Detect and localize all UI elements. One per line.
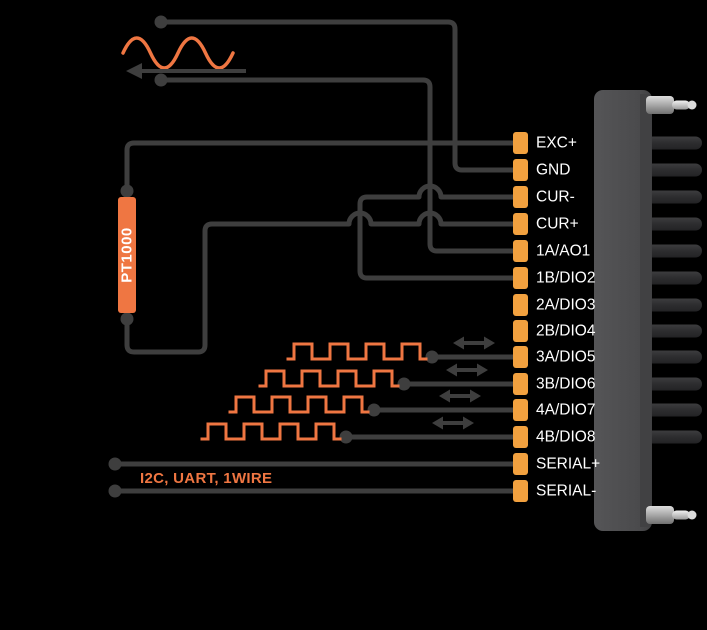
pin-row: EXC+: [513, 132, 577, 154]
pin-row: 3B/DIO6: [513, 373, 595, 395]
signal-direction-arrow-icon: [126, 63, 246, 79]
pin-label: SERIAL-: [536, 483, 596, 500]
wire-terminal-dot: [425, 350, 439, 364]
connector-pin: [646, 217, 702, 231]
connector-pin: [646, 350, 702, 364]
pin-pad: [513, 480, 528, 502]
pin-label: 1B/DIO2: [536, 270, 595, 287]
pin-label: 4A/DIO7: [536, 402, 595, 419]
connector-pin: [646, 271, 702, 285]
pin-pad: [513, 240, 528, 262]
wire-terminal-dot: [154, 73, 168, 87]
bidirectional-arrow-icon: [432, 416, 474, 430]
signal-annotations: PT1000 I2C, UART, 1WIRE: [118, 36, 495, 487]
wire-gnd: [158, 19, 517, 173]
pin-label: 2A/DIO3: [536, 297, 595, 314]
wire-terminal-dot: [108, 484, 122, 498]
pin-pad: [513, 426, 528, 448]
pin-pad: [513, 346, 528, 368]
square-wave-icon: [228, 395, 370, 414]
pin-row: CUR-: [513, 186, 575, 208]
pin-row: 1A/AO1: [513, 240, 590, 262]
pin-row: 4A/DIO7: [513, 399, 595, 421]
pin-label: CUR-: [536, 189, 575, 206]
wires: [108, 15, 517, 498]
pin-label: 1A/AO1: [536, 243, 590, 260]
wire-cur-plus-pt1000: [124, 210, 517, 355]
pin-pad: [513, 294, 528, 316]
square-wave-icon: [258, 369, 400, 388]
wire-terminal-dot: [120, 184, 134, 198]
pt1000-resistor: PT1000: [118, 197, 136, 313]
pt1000-body: [118, 197, 136, 313]
connector-pin: [646, 324, 702, 338]
pin-label: 3B/DIO6: [536, 376, 595, 393]
square-wave-icon: [286, 342, 428, 361]
wire-ao1: [158, 77, 517, 254]
coax-connector-top: [646, 96, 697, 114]
connector-pin: [646, 190, 702, 204]
pin-row: 1B/DIO2: [513, 267, 595, 289]
pin-row: GND: [513, 159, 570, 181]
connector-pin: [646, 298, 702, 312]
pin-pad: [513, 213, 528, 235]
pin-pad: [513, 186, 528, 208]
serial-protocols-label: I2C, UART, 1WIRE: [140, 470, 272, 487]
pin-row: 3A/DIO5: [513, 346, 595, 368]
wire-terminal-dot: [367, 403, 381, 417]
pin-row: 2A/DIO3: [513, 294, 595, 316]
connector-pin: [646, 163, 702, 177]
wire-exc-pt1000: [124, 140, 517, 194]
pin-label: EXC+: [536, 135, 577, 152]
connector-pin: [646, 403, 702, 417]
wire-terminal-dot: [154, 15, 168, 29]
connector-pins: [646, 136, 702, 444]
bidirectional-arrow-icon: [446, 363, 488, 377]
pin-row: CUR+: [513, 213, 579, 235]
connector: [594, 90, 697, 531]
pin-pad: [513, 320, 528, 342]
bidirectional-arrow-icon: [439, 389, 481, 403]
pin-label: 3A/DIO5: [536, 349, 595, 366]
pin-label: 4B/DIO8: [536, 429, 595, 446]
pin-rows: EXC+ GND CUR- CUR+ 1A/AO1 1B/DIO2 2A/DIO…: [513, 132, 600, 502]
wire-terminal-dot: [339, 430, 353, 444]
pin-pad: [513, 453, 528, 475]
pin-label: GND: [536, 162, 570, 179]
sine-wave-icon: [121, 36, 235, 70]
wire-terminal-dot: [108, 457, 122, 471]
pin-pad: [513, 132, 528, 154]
square-wave-icon: [200, 422, 342, 441]
connector-pin: [646, 244, 702, 258]
pin-row: 2B/DIO4: [513, 320, 596, 342]
pin-label: SERIAL+: [536, 456, 600, 473]
pin-row: 4B/DIO8: [513, 426, 595, 448]
coax-connector-bottom: [646, 506, 697, 524]
pin-pad: [513, 159, 528, 181]
connector-pin: [646, 377, 702, 391]
connector-pin: [646, 136, 702, 150]
pin-label: 2B/DIO4: [536, 323, 596, 340]
pin-row: SERIAL+: [513, 453, 600, 475]
wire-terminal-dot: [120, 312, 134, 326]
pin-label: CUR+: [536, 216, 579, 233]
pt1000-label: PT1000: [119, 227, 136, 283]
wire-cur-minus: [357, 183, 517, 281]
pin-row: SERIAL-: [513, 480, 596, 502]
connector-body-edge: [640, 94, 650, 527]
connector-body: [594, 90, 652, 531]
pin-pad: [513, 373, 528, 395]
pin-pad: [513, 399, 528, 421]
wire-terminal-dot: [397, 377, 411, 391]
pin-pad: [513, 267, 528, 289]
bidirectional-arrow-icon: [453, 336, 495, 350]
connector-pin: [646, 430, 702, 444]
